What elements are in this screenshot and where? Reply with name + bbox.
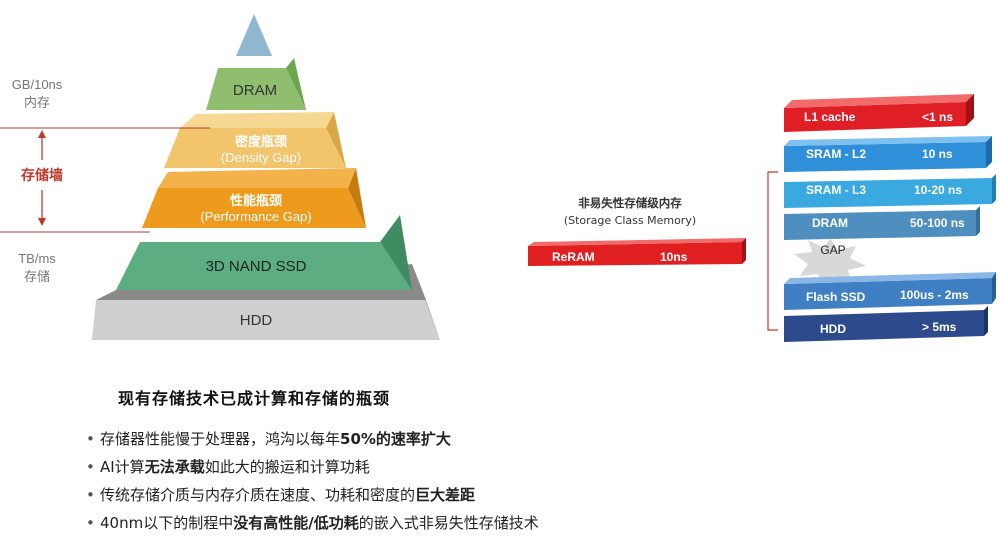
l3-value: 10-20 ns bbox=[914, 183, 963, 197]
top-capacity-sub: 内存 bbox=[23, 95, 50, 110]
hdd-value: > 5ms bbox=[922, 320, 957, 334]
reram-name: ReRAM bbox=[552, 250, 595, 264]
performance-gap-sub: (Performance Gap) bbox=[200, 209, 312, 224]
hdd-label: HDD bbox=[239, 312, 273, 329]
l2-value: 10 ns bbox=[922, 147, 953, 161]
scm-title: 非易失性存储级内存 bbox=[578, 196, 682, 210]
l1-name: L1 cache bbox=[804, 110, 856, 124]
performance-gap-label: 性能瓶颈 bbox=[229, 194, 282, 209]
memory-pyramid bbox=[0, 14, 440, 340]
density-gap-label: 密度瓶颈 bbox=[234, 135, 287, 150]
pyramid-layer-density bbox=[164, 128, 346, 168]
bottom-capacity-sub: 存储 bbox=[23, 269, 50, 284]
flash-name: Flash SSD bbox=[806, 290, 866, 304]
pyramid-tip bbox=[236, 14, 272, 56]
bullet-list: •存储器性能慢于处理器，鸿沟以每年50%的速率扩大 •AI计算无法承载如此大的搬… bbox=[86, 425, 686, 537]
l3-name: SRAM - L3 bbox=[806, 183, 866, 197]
memory-hierarchy bbox=[767, 94, 996, 342]
hdd-name: HDD bbox=[820, 322, 846, 336]
caption-title: 现有存储技术已成计算和存储的瓶颈 bbox=[118, 389, 391, 408]
pyramid-layer-performance bbox=[142, 188, 366, 228]
density-gap-sub: (Density Gap) bbox=[220, 150, 302, 165]
bullet-item: •存储器性能慢于处理器，鸿沟以每年50%的速率扩大 bbox=[86, 430, 451, 448]
dram-name: DRAM bbox=[812, 216, 848, 230]
pyramid-layer-dram bbox=[206, 68, 306, 110]
reram-bar bbox=[528, 238, 746, 266]
top-capacity-label: GB/10ns bbox=[11, 77, 63, 92]
flash-value: 100us - 2ms bbox=[900, 288, 969, 302]
bottom-capacity-label: TB/ms bbox=[18, 251, 56, 266]
bullet-item: •传统存储介质与内存介质在速度、功耗和密度的巨大差距 bbox=[86, 486, 476, 504]
pyramid-layer-nand bbox=[116, 242, 412, 290]
pyramid-layer-hdd bbox=[92, 300, 440, 340]
scm-subtitle: (Storage Class Memory) bbox=[563, 214, 697, 227]
l2-name: SRAM - L2 bbox=[806, 147, 866, 161]
bullet-item: •40nm以下的制程中没有高性能/低功耗的嵌入式非易失性存储技术 bbox=[86, 514, 539, 532]
l1-value: <1 ns bbox=[922, 110, 954, 124]
reram-value: 10ns bbox=[660, 250, 688, 264]
gap-label: GAP bbox=[820, 243, 846, 257]
storage-wall-label: 存储墙 bbox=[21, 168, 63, 184]
dram-value: 50-100 ns bbox=[910, 216, 965, 230]
nand-label: 3D NAND SSD bbox=[205, 258, 307, 275]
dram-label: DRAM bbox=[232, 82, 278, 99]
bullet-item: •AI计算无法承载如此大的搬运和计算功耗 bbox=[86, 458, 370, 476]
